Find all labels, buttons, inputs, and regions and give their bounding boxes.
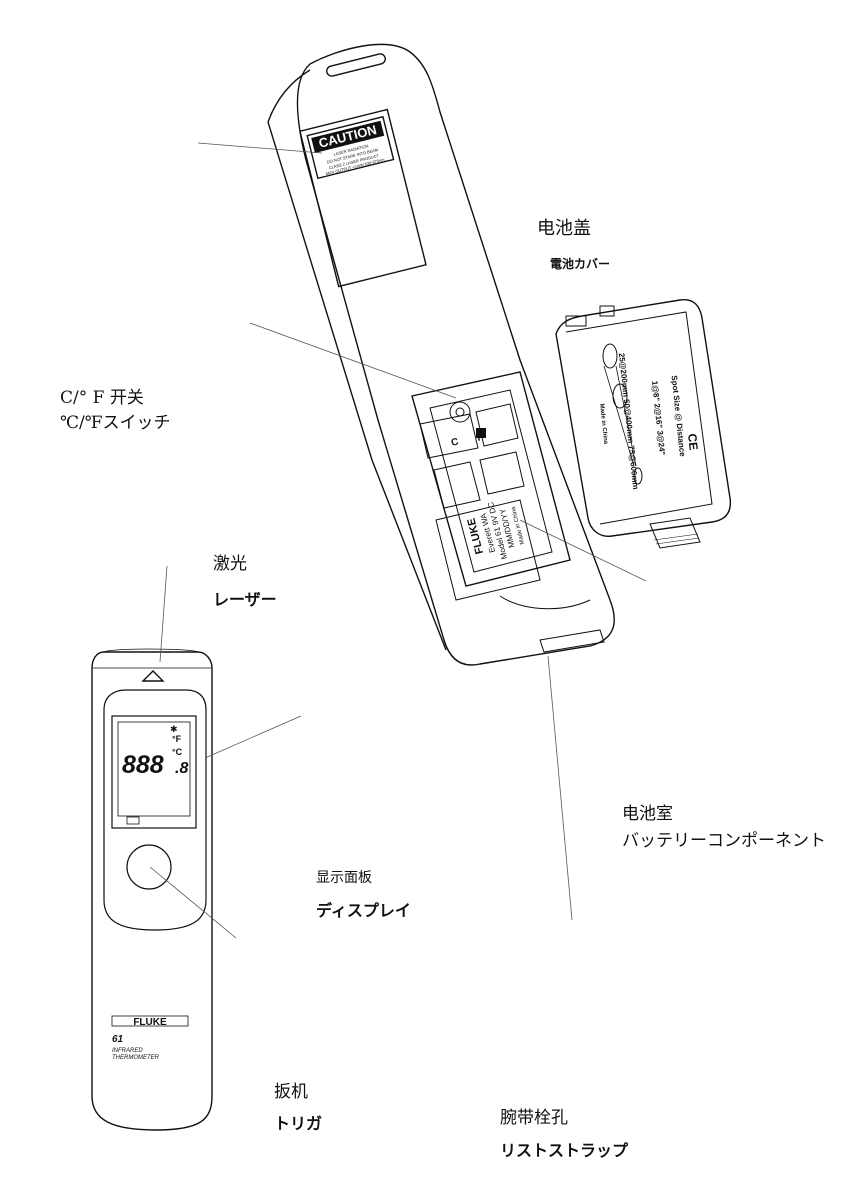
lcd-unit-c: °C [172,747,183,757]
battery-compartment-label-cn: 电池室 [622,804,673,824]
thermometer-back-view [267,43,615,666]
cf-switch-label-cn: C/° F 开关 [60,388,144,408]
leader-caution [197,142,323,154]
ce-mark: CE [685,433,701,451]
display-label-jp: ディスプレイ [316,901,411,920]
trigger-button[interactable] [126,844,172,890]
lcd-decimal: .8 [175,760,188,777]
lcd-laser-symbol: ✱ [170,724,178,734]
switch-mark-c: C [450,436,460,448]
laser-label-cn: 激光 [213,554,247,574]
battery-cover-drawing [555,299,732,549]
wrist-strap-label-jp: リストストラップ [500,1141,629,1160]
front-line-1: INFRARED [112,1048,143,1054]
wrist-strap-label-cn: 腕带栓孔 [500,1108,568,1128]
battery-sticker-text: FLUKE Everett WA Model 61 9V DC MM/DD/YY… [465,501,526,560]
switch-mark-f: F [476,432,485,444]
battery-icon [126,816,140,825]
lcd-screen [117,721,191,817]
cover-made: Made in China [598,403,608,445]
battery-cover-label-cn: 电池盖 [537,218,591,239]
leader-battery-compartment [519,519,647,582]
cf-switch-label-jp: ℃/℉スイッチ [60,413,171,433]
leader-trigger [149,866,237,939]
leader-laser [159,565,168,663]
laser-label-jp: レーザー [213,590,277,609]
front-line-2: THERMOMETER [112,1055,160,1061]
lcd-unit-f: °F [172,734,182,744]
display-label-cn: 显示面板 [316,870,372,886]
cover-line-1: Spot Size @ Distance [670,375,688,458]
thermometer-front-view [91,648,213,1131]
front-brand: FLUKE [133,1017,167,1028]
lcd-digits: 888 [122,751,164,779]
battery-compartment-label-jp: バッテリーコンポーネント [622,831,826,851]
leader-display [204,715,302,759]
trigger-label-jp: トリガ [274,1114,323,1133]
cover-line-2: 1@8" 2@16" 3@24" [650,380,667,456]
battery-compartment-drawing [411,371,605,653]
front-model: 61 [112,1034,124,1045]
leader-wrist-strap [547,655,573,921]
laser-triangle-icon [141,670,165,682]
trigger-label-cn: 扳机 [274,1082,308,1102]
leader-lines [149,142,647,939]
battery-cover-label-jp: 電池カバー [550,257,611,271]
caution-label [299,108,427,288]
lcd-frame [111,715,197,829]
leader-cf-switch [249,322,457,399]
